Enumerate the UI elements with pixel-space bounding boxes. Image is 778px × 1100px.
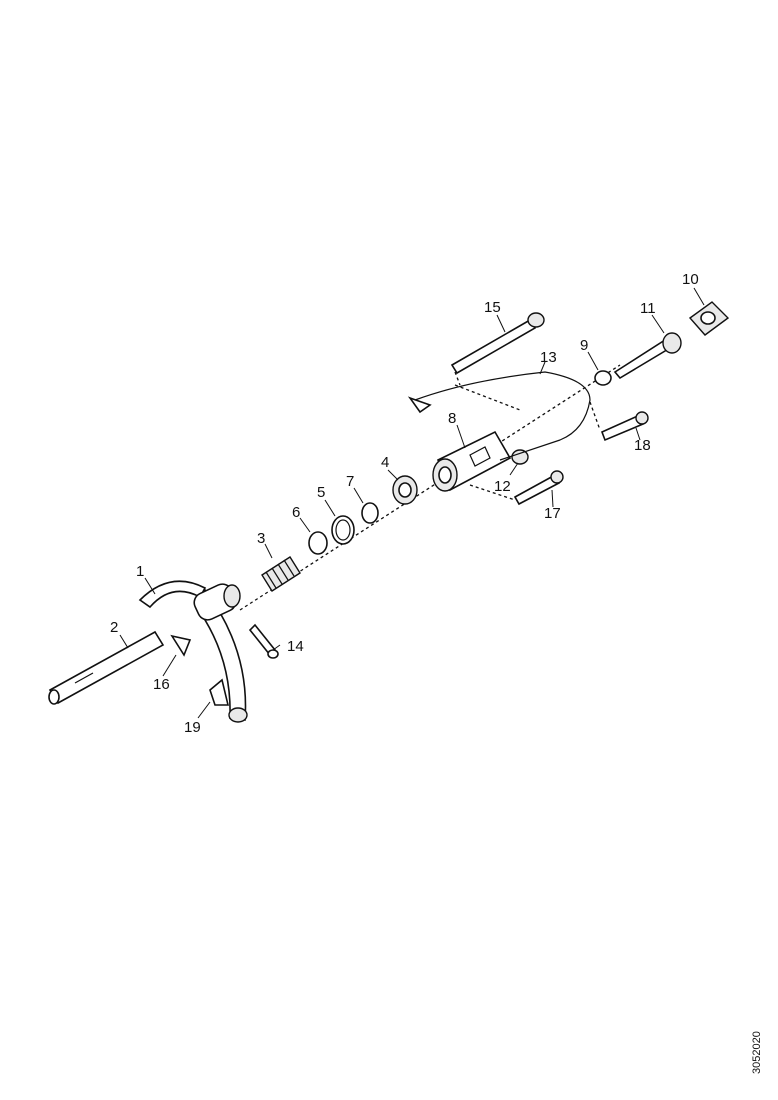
part-4-gear <box>392 475 418 505</box>
part-12-nut <box>511 449 529 465</box>
part-1-shift-fork <box>138 580 248 723</box>
label-19: 19 <box>184 719 201 736</box>
label-14: 14 <box>287 638 304 655</box>
part-11-shaft <box>613 332 682 380</box>
part-16-pin <box>170 634 192 657</box>
label-6: 6 <box>292 504 300 521</box>
part-10-knob <box>688 301 730 336</box>
part-15-bolt <box>450 312 545 386</box>
callout-labels: 1 2 3 4 5 6 7 8 9 10 11 12 13 14 15 16 1… <box>110 271 699 736</box>
label-3: 3 <box>257 530 265 547</box>
label-leaders <box>119 287 705 719</box>
part-6-washer <box>308 531 328 555</box>
label-1: 1 <box>136 563 144 580</box>
part-9-o-ring <box>594 370 612 386</box>
label-4: 4 <box>381 454 389 471</box>
part-17-bolt <box>469 470 564 506</box>
label-16: 16 <box>153 676 170 693</box>
label-8: 8 <box>448 410 456 427</box>
label-17: 17 <box>544 505 561 522</box>
part-2-shift-rod <box>48 630 165 705</box>
label-12: 12 <box>494 478 511 495</box>
label-9: 9 <box>580 337 588 354</box>
label-13: 13 <box>540 349 557 366</box>
document-reference: 3052020 <box>751 1031 763 1074</box>
label-15: 15 <box>484 299 501 316</box>
part-14-screw <box>248 623 279 659</box>
part-18-bolt <box>600 411 649 442</box>
label-2: 2 <box>110 619 118 636</box>
label-5: 5 <box>317 484 325 501</box>
part-13-cable <box>407 371 601 461</box>
label-10: 10 <box>682 271 699 288</box>
label-18: 18 <box>634 437 651 454</box>
doc-ref-number: 3052020 <box>751 1031 763 1074</box>
part-7-circlip <box>361 502 379 524</box>
part-19-pin <box>209 678 230 706</box>
label-7: 7 <box>346 473 354 490</box>
part-8-housing <box>432 430 512 492</box>
part-3-spring <box>261 556 301 592</box>
label-11: 11 <box>640 300 656 317</box>
